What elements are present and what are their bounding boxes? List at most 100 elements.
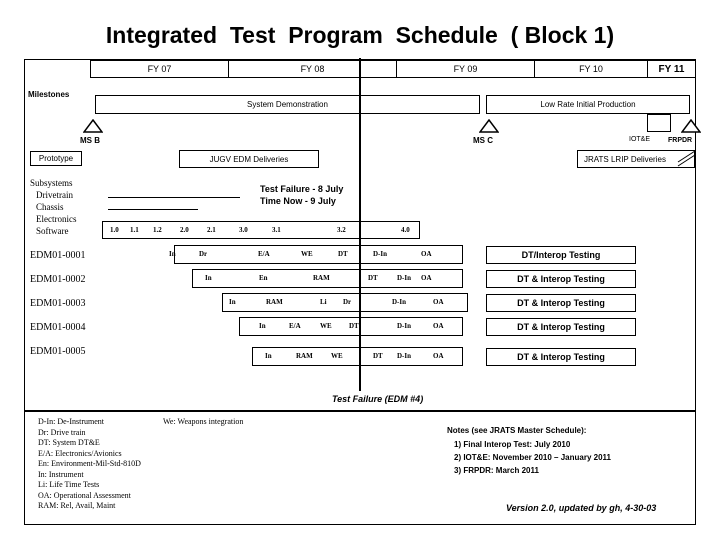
edm-row-label: EDM01-0002 — [30, 274, 86, 285]
jrats-hatch-icon — [677, 150, 696, 167]
chassis-line — [108, 209, 198, 210]
fy-header-11: FY 11 — [647, 60, 696, 78]
edm-0003-testing-box: DT & Interop Testing — [486, 294, 636, 312]
phase-label: RAM — [296, 352, 313, 360]
sw-version: 3.1 — [272, 226, 281, 234]
frpdr-triangle-icon — [681, 119, 701, 133]
phase-label: Dr — [343, 298, 352, 306]
ms-c-triangle-icon — [479, 119, 499, 133]
phase-label: WE — [301, 250, 313, 258]
sw-version: 1.0 — [110, 226, 119, 234]
system-demo-bar: System Demonstration — [95, 95, 480, 114]
edm-0004-testing-box: DT & Interop Testing — [486, 318, 636, 336]
sw-version: 2.1 — [207, 226, 216, 234]
sw-version: 3.0 — [239, 226, 248, 234]
page-title: Integrated Test Program Schedule ( Block… — [105, 22, 615, 48]
edm-0001-phase-bar — [174, 245, 463, 264]
ms-c-label: MS C — [473, 136, 493, 145]
phase-label: DT — [349, 322, 359, 330]
subsystem-drivetrain: Drivetrain — [36, 190, 73, 200]
phase-label: Dr — [199, 250, 208, 258]
phase-label: D-In — [397, 274, 412, 282]
phase-label: D-In — [397, 352, 412, 360]
fy-label: FY 11 — [658, 63, 685, 75]
phase-label: OA — [433, 322, 444, 330]
phase-label: OA — [433, 298, 444, 306]
legend-item: D-In: De-Instrument — [38, 417, 104, 426]
sw-version: 1.2 — [153, 226, 162, 234]
edm-row-label: EDM01-0005 — [30, 346, 86, 357]
test-failure-note: Test Failure - 8 July — [260, 184, 344, 194]
prototype-box: Prototype — [30, 151, 82, 166]
phase-label: RAM — [266, 298, 283, 306]
legend-item: E/A: Electronics/Avionics — [38, 448, 122, 458]
ms-b-label: MS B — [80, 136, 100, 145]
lrip-bar: Low Rate Initial Production — [486, 95, 690, 114]
edm-0005-phase-bar — [252, 347, 463, 366]
legend-weapons: We: Weapons integration — [163, 417, 244, 426]
phase-label: In — [169, 250, 176, 258]
time-now-line — [359, 58, 361, 391]
edm-0001-testing-box: DT/Interop Testing — [486, 246, 636, 264]
legend-item: In: Instrument — [38, 469, 84, 479]
subsystem-chassis: Chassis — [36, 202, 64, 212]
jrats-label: JRATS LRIP Deliveries — [584, 154, 666, 164]
subsystem-electronics: Electronics — [36, 214, 77, 224]
testing-label: DT & Interop Testing — [517, 298, 605, 308]
test-failure-edm-caption: Test Failure (EDM #4) — [332, 394, 424, 404]
edm-0005-testing-box: DT & Interop Testing — [486, 348, 636, 366]
phase-label: OA — [421, 250, 432, 258]
phase-label: RAM — [313, 274, 330, 282]
jrats-deliveries-bar: JRATS LRIP Deliveries — [577, 150, 695, 168]
legend-item: OA: Operational Assessment — [38, 490, 131, 500]
drivetrain-line — [108, 197, 240, 198]
sw-version: 1.1 — [130, 226, 139, 234]
edm-0003-phase-bar — [222, 293, 468, 312]
legend-item: Dr: Drive train — [38, 427, 86, 437]
phase-label: D-In — [373, 250, 388, 258]
legend-item: En: Environment-Mil-Std-810D — [38, 459, 141, 468]
phase-label: Li — [320, 298, 327, 306]
sw-version: 2.0 — [180, 226, 189, 234]
fy-header-08: FY 08 — [228, 60, 397, 78]
phase-label: In — [205, 274, 212, 282]
testing-label: DT & Interop Testing — [517, 274, 605, 284]
fy-header-09: FY 09 — [396, 60, 535, 78]
fy-header-10: FY 10 — [534, 60, 648, 78]
frpdr-label: FRPDR — [668, 137, 693, 144]
edm-row-label: EDM01-0003 — [30, 298, 86, 309]
subsystem-software: Software — [36, 226, 69, 236]
fy-label: FY 10 — [579, 64, 603, 74]
fy-label: FY 09 — [453, 64, 478, 74]
sw-version: 3.2 — [337, 226, 346, 234]
prototype-label: Prototype — [38, 154, 74, 163]
note-item: 2) IOT&E: November 2010 – January 2011 — [454, 453, 611, 462]
legend-item: RAM: Rel, Avail, Maint — [38, 501, 116, 510]
milestones-label: Milestones — [28, 90, 70, 99]
note-item: 3) FRPDR: March 2011 — [454, 466, 539, 475]
legend-left: D-In: De-Instrument Dr: Drive train DT: … — [38, 417, 141, 512]
phase-label: E/A — [258, 250, 270, 258]
software-versions-bar — [102, 221, 420, 239]
legend-frame — [24, 411, 696, 525]
edm-row-label: EDM01-0004 — [30, 322, 86, 333]
iote-box — [647, 114, 671, 132]
lrip-label: Low Rate Initial Production — [540, 100, 636, 109]
version-note: Version 2.0, updated by gh, 4-30-03 — [506, 503, 657, 513]
jugv-deliveries-bar: JUGV EDM Deliveries — [179, 150, 319, 168]
jugv-label: JUGV EDM Deliveries — [209, 154, 289, 164]
phase-label: OA — [421, 274, 432, 282]
phase-label: D-In — [397, 322, 412, 330]
phase-label: In — [259, 322, 266, 330]
testing-label: DT & Interop Testing — [517, 322, 605, 332]
phase-label: En — [259, 274, 268, 282]
iote-label: IOT&E — [629, 136, 651, 143]
phase-label: In — [229, 298, 236, 306]
system-demo-label: System Demonstration — [247, 100, 328, 109]
phase-label: DT — [368, 274, 378, 282]
notes-heading: Notes (see JRATS Master Schedule): — [447, 426, 587, 435]
legend-item: Li: Life Time Tests — [38, 480, 100, 489]
testing-label: DT/Interop Testing — [521, 250, 601, 260]
sw-version: 4.0 — [401, 226, 410, 234]
fy-label: FY 08 — [300, 64, 325, 74]
